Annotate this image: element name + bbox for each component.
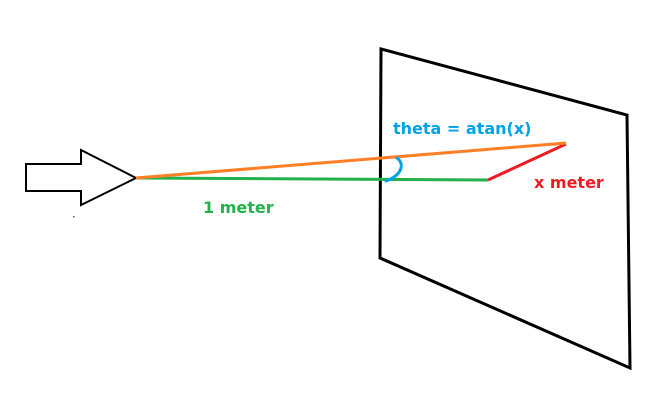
offset-label: x meter: [534, 173, 604, 192]
arrow-icon: [25, 148, 139, 207]
angle-arc: [384, 156, 403, 183]
stray-dot: [73, 216, 75, 218]
theta-label: theta = atan(x): [393, 119, 531, 138]
screen-plane: [378, 47, 632, 371]
distance-label: 1 meter: [203, 198, 274, 217]
ray-line: [135, 141, 567, 180]
distance-line: [135, 176, 489, 182]
offset-line: [487, 142, 567, 182]
